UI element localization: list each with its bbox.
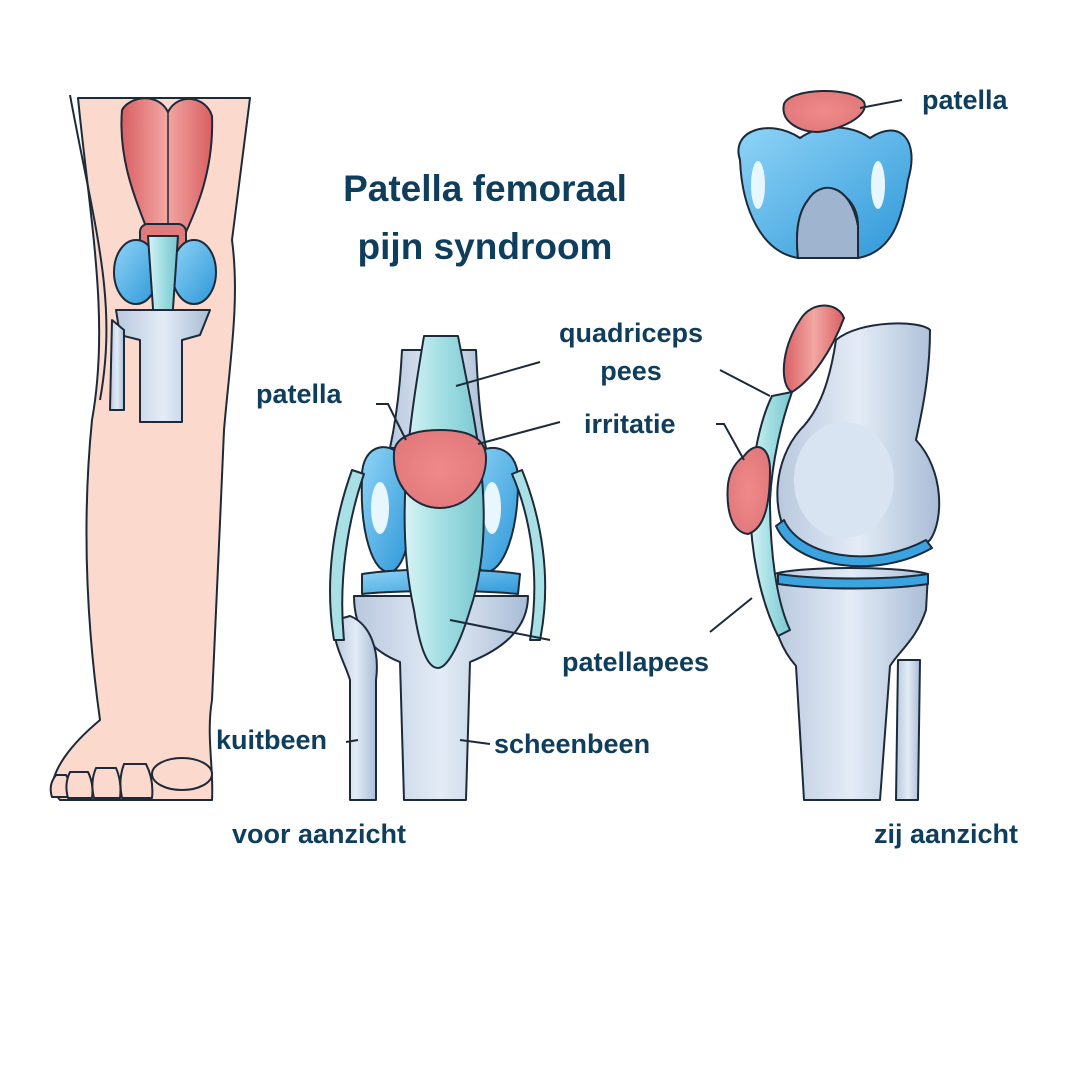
title-line-2: pijn syndroom (357, 226, 613, 267)
label-zij-aanzicht: zij aanzicht (874, 819, 1019, 849)
label-quadriceps-line-2: pees (600, 356, 662, 386)
toes (49, 757, 213, 799)
label-kuitbeen: kuitbeen (216, 725, 328, 755)
label-voor-aanzicht: voor aanzicht (232, 819, 407, 849)
label-patella-front: patella (256, 379, 342, 409)
title-line-1: Patella femoraal (343, 168, 627, 209)
leg-illustration (49, 94, 251, 801)
quadriceps-muscle-side (782, 304, 845, 393)
page-title: Patella femoraal pijn syndroom (290, 160, 680, 276)
label-irritatie: irritatie (584, 409, 676, 439)
patella-top-view (737, 90, 913, 260)
fibula-side (895, 659, 921, 801)
patella-side (726, 446, 771, 535)
label-quadriceps-line-1: quadriceps (558, 318, 704, 348)
quadriceps-muscle (120, 97, 214, 233)
knee-front-view (329, 335, 547, 801)
patella-front (392, 429, 487, 509)
leader-lines (345, 361, 771, 745)
fibula-front (333, 615, 378, 801)
tibia-side (773, 567, 929, 801)
knee-side-view (726, 304, 941, 801)
label-patella-top: patella (922, 85, 1008, 115)
label-scheenbeen: scheenbeen (494, 729, 651, 759)
patella-top-shape (782, 90, 866, 134)
label-quadriceps-pees: quadriceps pees (548, 314, 714, 390)
label-patellapees: patellapees (562, 647, 710, 677)
